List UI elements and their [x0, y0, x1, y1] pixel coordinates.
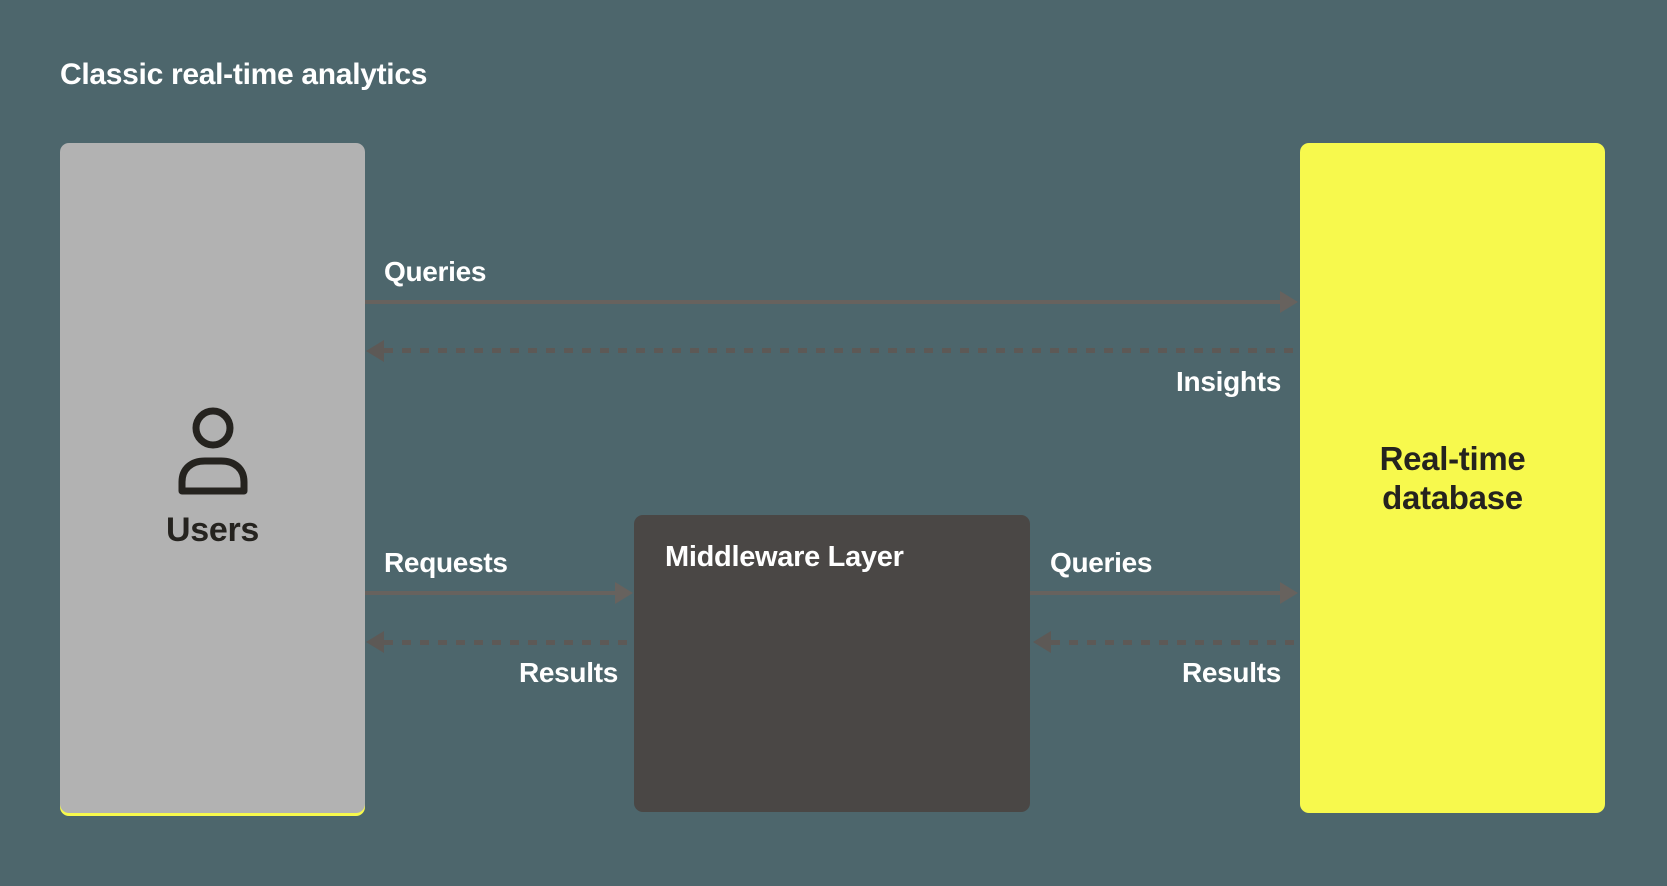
edge-results-left-label: Results [518, 657, 618, 688]
edge-insights-line [384, 348, 1300, 353]
edge-requests-arrowhead-icon [615, 582, 633, 604]
node-middleware: Middleware Layer [634, 515, 1030, 812]
user-icon [177, 407, 249, 495]
edge-requests-label: Requests [384, 547, 508, 578]
edge-requests-line [365, 591, 615, 595]
edge-results-right-label: Results [1181, 657, 1281, 688]
edge-results-left-line [384, 640, 634, 645]
edge-insights-arrowhead-icon [366, 340, 384, 362]
edge-results-right-line [1051, 640, 1300, 645]
edge-queries-right-arrowhead-icon [1280, 582, 1298, 604]
diagram-title: Classic real-time analytics [60, 58, 428, 91]
node-users: Users [60, 143, 365, 813]
edge-queries-top-line [365, 300, 1280, 304]
edge-queries-top-label: Queries [384, 256, 487, 287]
users-label: Users [165, 510, 259, 549]
edge-queries-right-label: Queries [1050, 547, 1153, 578]
edge-insights-label: Insights [1176, 366, 1281, 397]
edge-results-left-arrowhead-icon [366, 631, 384, 653]
node-database: Real-time database [1300, 143, 1605, 813]
database-label: Real-time database [1379, 440, 1526, 516]
edge-queries-right-line [1030, 591, 1280, 595]
edge-queries-top-arrowhead-icon [1280, 291, 1298, 313]
edge-results-right-arrowhead-icon [1033, 631, 1051, 653]
middleware-label: Middleware Layer [665, 541, 904, 573]
